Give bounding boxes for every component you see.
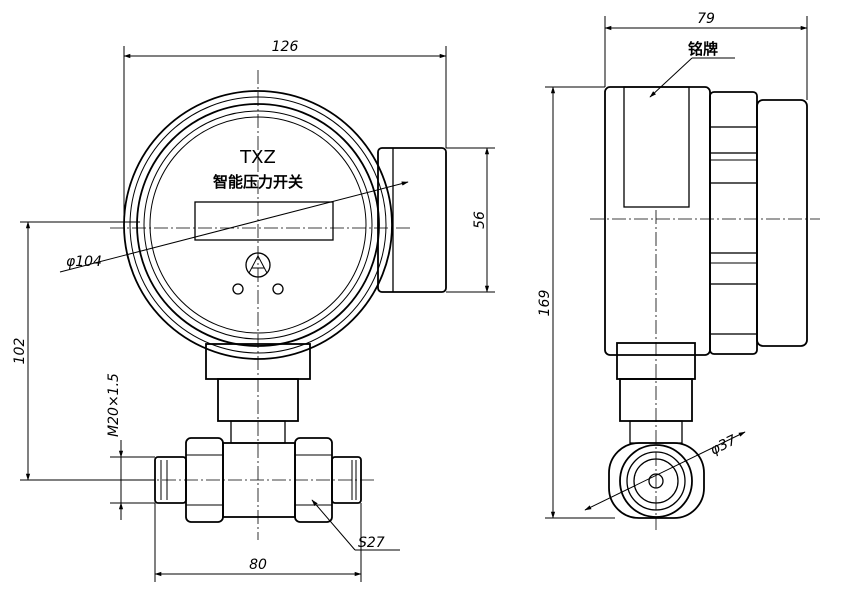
dim-wrench-label: S27: [358, 535, 385, 551]
front-view: TXZ 智能压力开关: [12, 39, 495, 582]
junction-box: [377, 147, 447, 293]
model-label: TXZ: [239, 147, 276, 168]
button-left-icon: [232, 283, 244, 295]
dim-width-label: 126: [272, 39, 299, 55]
dim-diameter-label: φ104: [66, 254, 102, 270]
display-window: [194, 201, 334, 241]
pipe-fitting: [140, 437, 375, 523]
dim-thread-label: M20×1.5: [106, 373, 122, 437]
dim-diameter-leader: [59, 181, 409, 273]
dim-height-label: 169: [537, 290, 553, 317]
dim-fitting-length-label: 80: [249, 557, 267, 573]
dim-box-height-label: 56: [472, 211, 488, 229]
nameplate-label: 铭牌: [688, 40, 718, 58]
nameplate-leader: [649, 57, 735, 98]
side-body: [604, 86, 808, 356]
dim-wrench-leader: [311, 499, 400, 551]
side-fitting-end: [608, 442, 705, 519]
dim-thread: [110, 440, 155, 520]
housing-head: [123, 90, 393, 360]
dim-height: [545, 86, 615, 519]
dim-width: [123, 46, 447, 225]
dim-side-diameter-label: φ37: [708, 432, 739, 458]
logo-icon: [245, 252, 271, 278]
dim-center-height: [20, 221, 155, 481]
dim-depth-label: 79: [697, 11, 715, 27]
dim-side-diameter-leader: [584, 431, 746, 511]
dim-center-height-label: 102: [12, 338, 28, 365]
dim-depth: [604, 16, 808, 100]
device-name-label: 智能压力开关: [213, 173, 303, 191]
button-right-icon: [272, 283, 284, 295]
dim-box-height: [446, 147, 495, 293]
dim-fitting-length: [154, 503, 362, 582]
side-view: 79 铭牌 169 φ37: [537, 11, 820, 530]
